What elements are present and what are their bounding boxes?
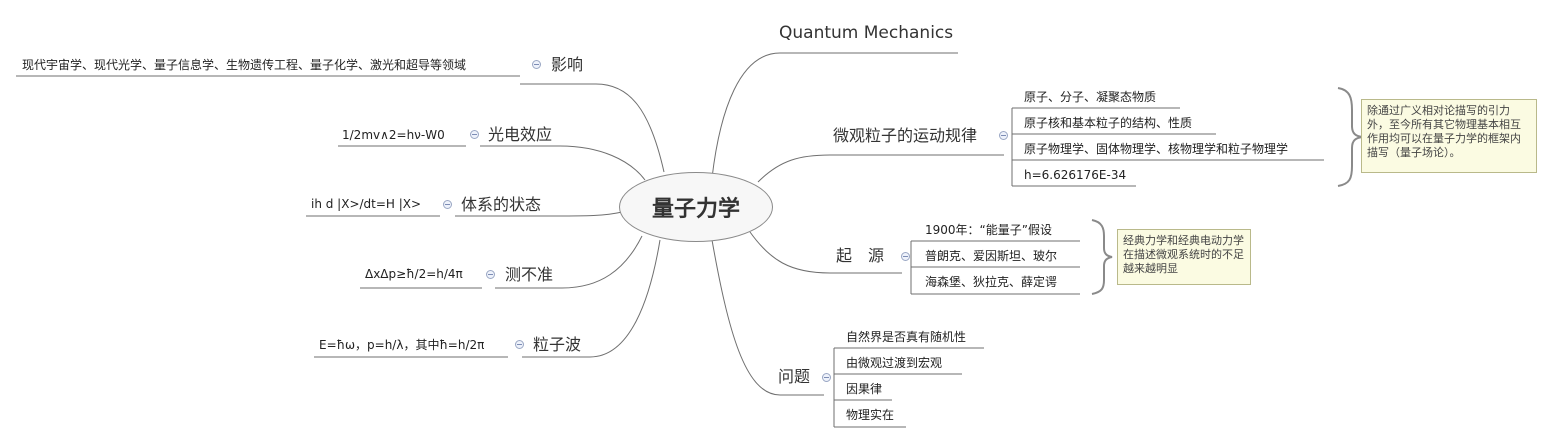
leaf-uncertainty-relation[interactable]: ΔxΔp≥ħ/2=h/4π bbox=[365, 267, 463, 281]
collapse-icon[interactable] bbox=[443, 200, 452, 209]
leaf-origin-2[interactable]: 普朗克、爱因斯坦、玻尔 bbox=[925, 249, 1058, 263]
leaf-photoelectric-formula[interactable]: 1/2mv∧2=hν-W0 bbox=[342, 128, 445, 142]
leaf-problem-4[interactable]: 物理实在 bbox=[846, 408, 895, 422]
bracket-motion-law bbox=[1011, 107, 1324, 187]
branch-wave[interactable]: 粒子波 bbox=[533, 335, 582, 354]
branch-origin[interactable]: 起 源 bbox=[836, 246, 885, 265]
collapse-icon[interactable] bbox=[532, 60, 541, 69]
collapse-icon[interactable] bbox=[486, 270, 495, 279]
leaf-motion-3[interactable]: 原子物理学、固体物理学、核物理学和粒子物理学 bbox=[1024, 142, 1289, 156]
leaf-problem-1[interactable]: 自然界是否真有随机性 bbox=[846, 330, 967, 344]
leaf-motion-4[interactable]: h=6.626176E-34 bbox=[1024, 168, 1127, 182]
leaf-origin-3[interactable]: 海森堡、狄拉克、薛定谔 bbox=[925, 275, 1058, 289]
note-motion-law: 除通过广义相对论描写的引力外，至今所有其它物理基本相互作用均可以在量子力学的框架… bbox=[1361, 99, 1537, 173]
leaf-state-equation[interactable]: ih d |X>/dt=H |X> bbox=[311, 197, 422, 211]
branch-impact[interactable]: 影响 bbox=[551, 55, 584, 74]
connector-uncertainty bbox=[495, 235, 643, 289]
brace-origin bbox=[1091, 219, 1113, 295]
connector-photoelectric bbox=[480, 145, 646, 181]
leaf-problem-3[interactable]: 因果律 bbox=[846, 382, 883, 396]
leaf-impact-fields[interactable]: 现代宇宙学、现代光学、量子信息学、生物遗传工程、量子化学、激光和超导等领域 bbox=[22, 58, 467, 72]
collapse-icon[interactable] bbox=[901, 252, 910, 261]
collapse-icon[interactable] bbox=[515, 340, 524, 349]
collapse-icon[interactable] bbox=[470, 130, 479, 139]
connector-motion-law bbox=[757, 154, 1004, 183]
connector-problems bbox=[711, 239, 824, 396]
connector-title bbox=[711, 52, 958, 179]
map-title: Quantum Mechanics bbox=[779, 23, 954, 43]
bracket-problems bbox=[833, 347, 984, 428]
central-topic-label: 量子力学 bbox=[651, 197, 740, 222]
connector-origin bbox=[749, 231, 902, 274]
branch-uncertainty[interactable]: 测不准 bbox=[505, 265, 554, 284]
leaf-motion-1[interactable]: 原子、分子、凝聚态物质 bbox=[1024, 90, 1157, 104]
leaf-wave-relation[interactable]: E=ħω，p=h/λ，其中ħ=h/2π bbox=[319, 338, 485, 352]
bracket-origin bbox=[910, 240, 1080, 295]
leaf-motion-2[interactable]: 原子核和基本粒子的结构、性质 bbox=[1024, 116, 1193, 130]
connector-impact bbox=[520, 83, 665, 173]
branch-photoelectric[interactable]: 光电效应 bbox=[488, 125, 553, 144]
leaf-problem-2[interactable]: 由微观过渡到宏观 bbox=[846, 356, 943, 370]
collapse-icon[interactable] bbox=[999, 131, 1008, 140]
note-origin: 经典力学和经典电动力学在描述微观系统时的不足越来越明显 bbox=[1117, 229, 1251, 285]
central-topic[interactable]: 量子力学 bbox=[619, 172, 773, 242]
branch-state[interactable]: 体系的状态 bbox=[461, 195, 542, 214]
brace-motion-law bbox=[1337, 87, 1363, 187]
branch-motion-law[interactable]: 微观粒子的运动规律 bbox=[833, 126, 978, 145]
branch-problems[interactable]: 问题 bbox=[778, 367, 811, 386]
connector-wave bbox=[522, 239, 661, 358]
leaf-origin-1[interactable]: 1900年：“能量子”假设 bbox=[925, 223, 1052, 237]
connector-state bbox=[455, 211, 623, 217]
collapse-icon[interactable] bbox=[822, 373, 831, 382]
